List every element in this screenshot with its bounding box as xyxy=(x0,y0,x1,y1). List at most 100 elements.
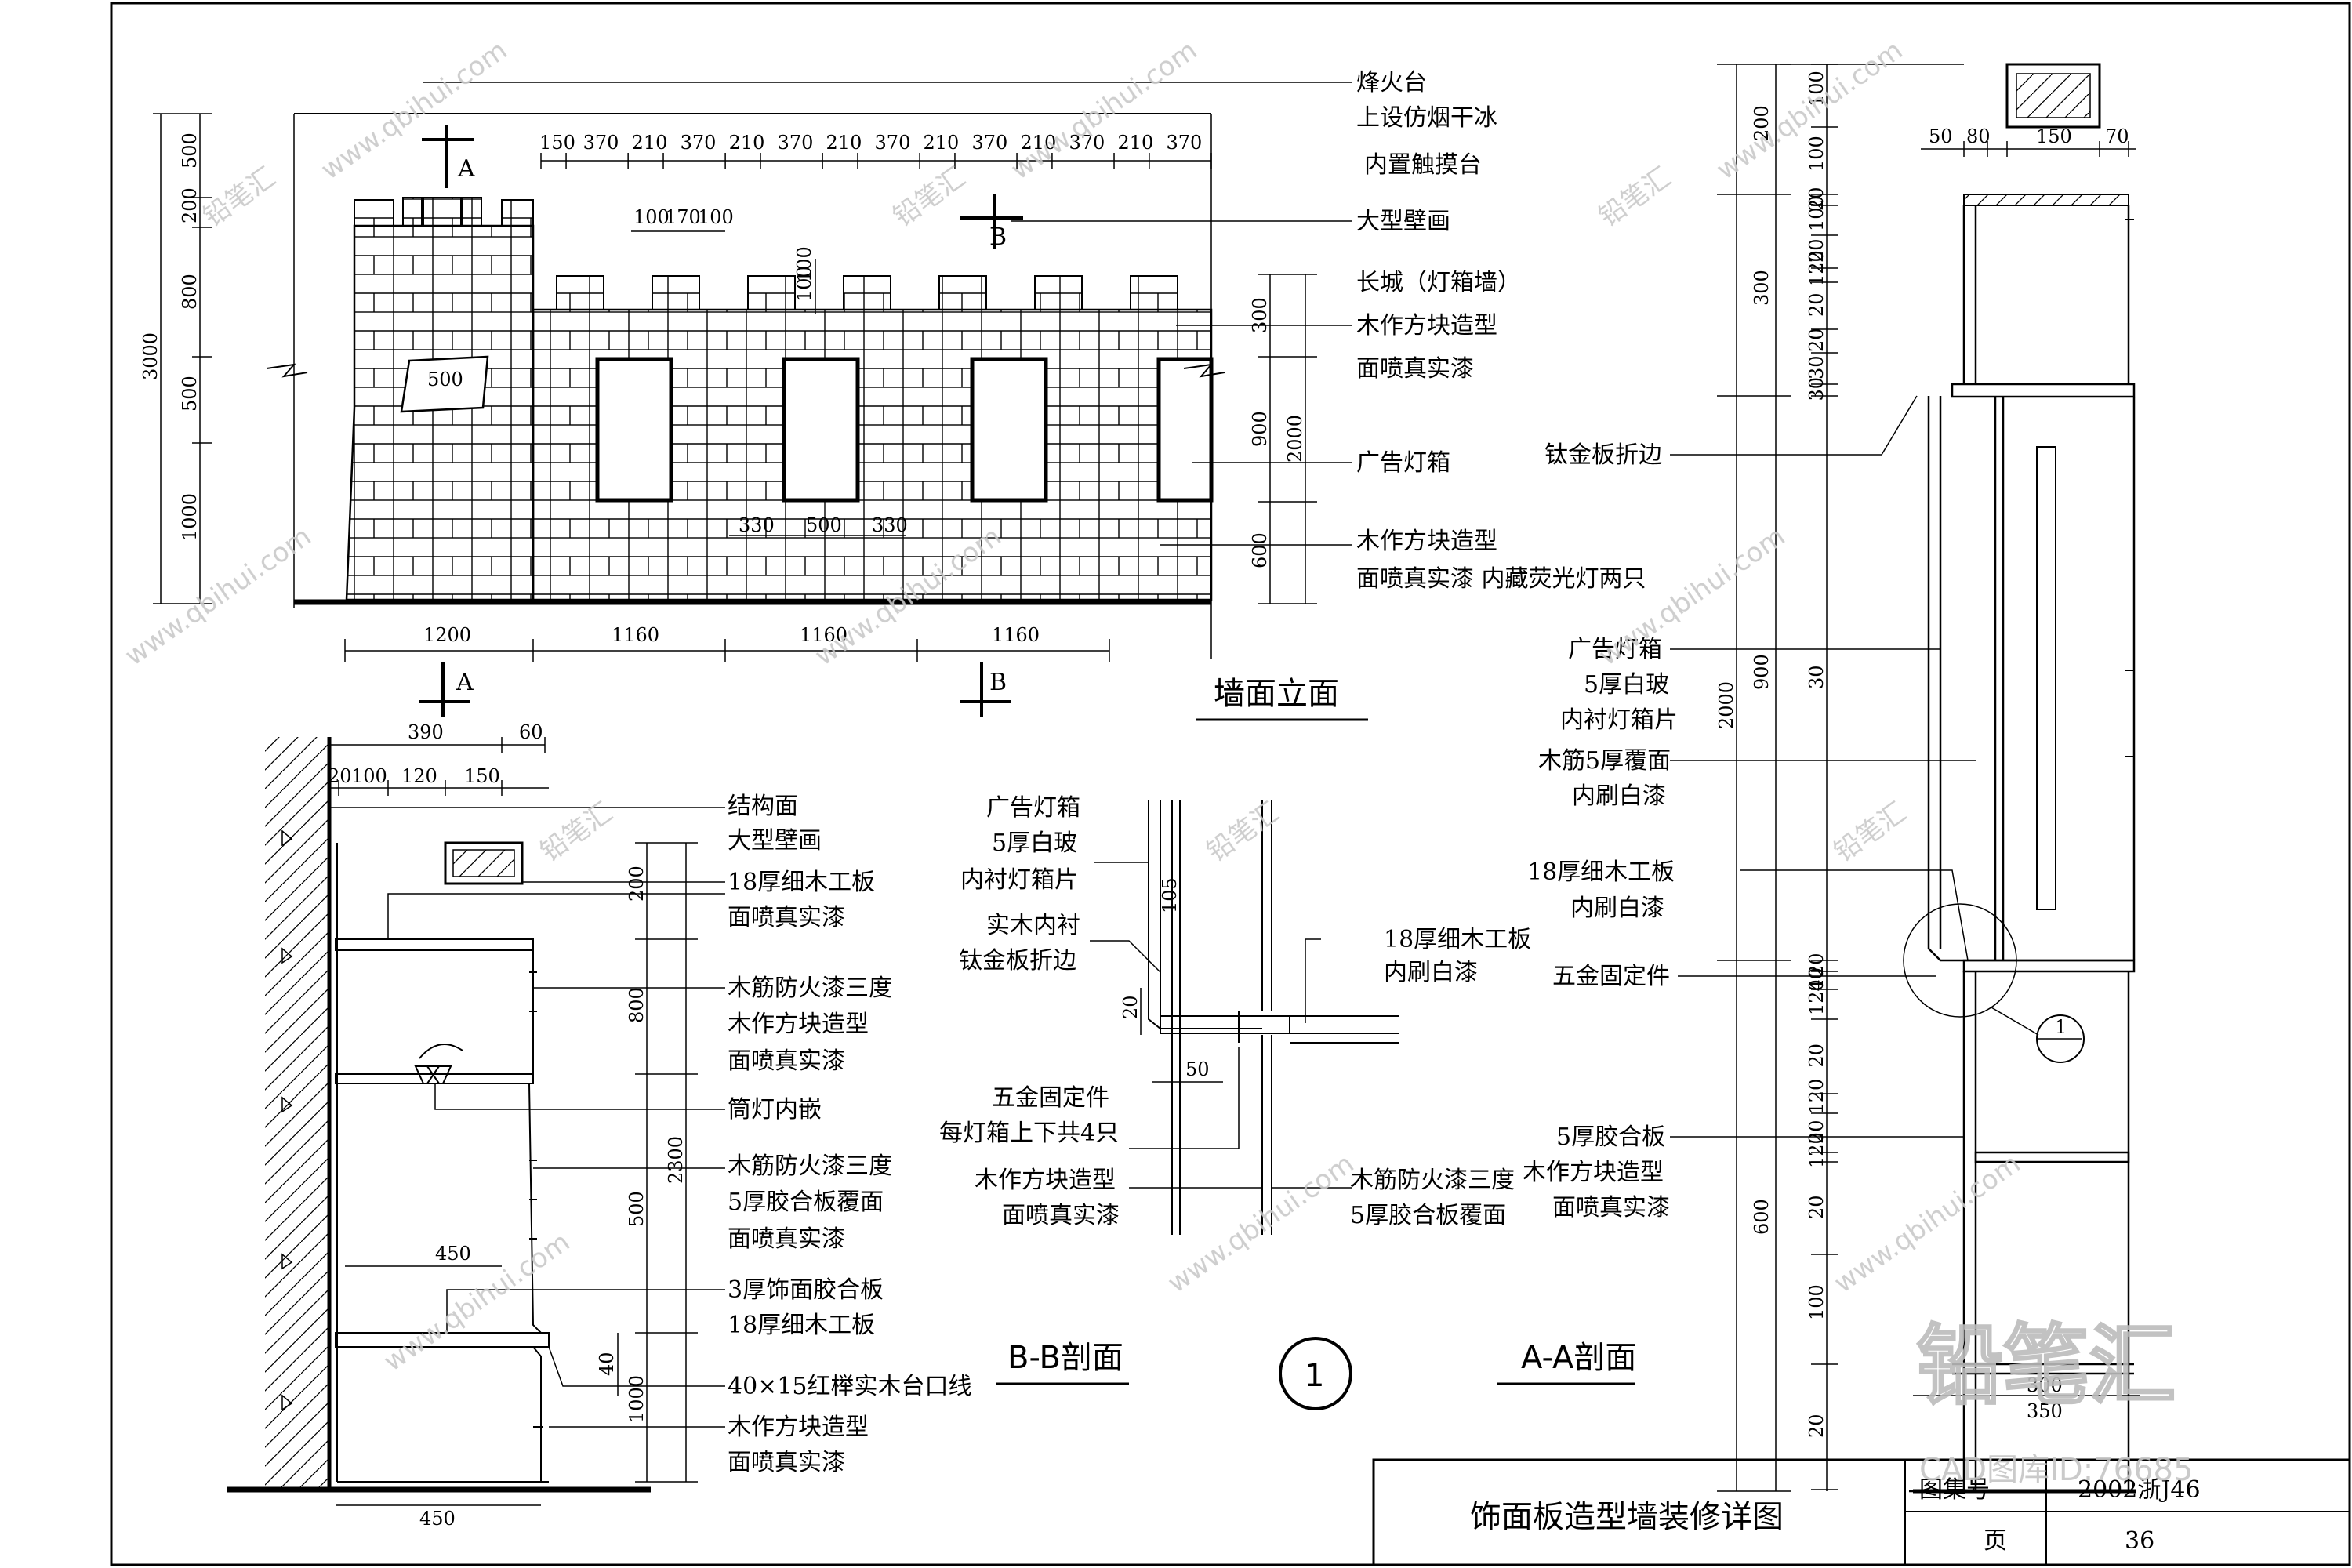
svg-text:内衬灯箱片: 内衬灯箱片 xyxy=(960,866,1078,894)
aa-section-title: A-A剖面 xyxy=(1521,1340,1636,1376)
svg-text:木作方块造型: 木作方块造型 xyxy=(728,1414,869,1441)
svg-text:大型壁画: 大型壁画 xyxy=(728,827,822,855)
svg-text:150: 150 xyxy=(2036,125,2072,147)
top-dim-label: 370 xyxy=(875,132,911,154)
svg-text:150: 150 xyxy=(464,765,500,787)
svg-text:内置触摸台: 内置触摸台 xyxy=(1364,151,1482,179)
aa-inner-dim-label: 120 xyxy=(1806,979,1828,1015)
svg-text:广告灯箱: 广告灯箱 xyxy=(1356,449,1450,477)
svg-text:2000: 2000 xyxy=(1284,415,1306,463)
drawing-title: 饰面板造型墙装修详图 xyxy=(1470,1499,1784,1535)
svg-text:面喷真实漆: 面喷真实漆 xyxy=(728,1047,845,1075)
svg-text:木作方块造型: 木作方块造型 xyxy=(1356,528,1497,555)
svg-text:60: 60 xyxy=(519,721,543,743)
aa-inner-dim-label: 20 xyxy=(1806,1044,1828,1068)
svg-text:300: 300 xyxy=(2027,1374,2063,1396)
aa-inner-dim-label: 20 xyxy=(1806,1414,1828,1438)
svg-text:五金固定件: 五金固定件 xyxy=(1552,963,1670,990)
aa-inner-dim-label: 20 xyxy=(1806,1195,1828,1219)
svg-text:3厚饰面胶合板: 3厚饰面胶合板 xyxy=(728,1276,884,1304)
svg-text:18厚细木工板: 18厚细木工板 xyxy=(1527,858,1675,886)
detail-1: 105 20 50 广告灯箱 5厚白玻 内衬灯箱片 实木内衬 钛金板折边 五金固… xyxy=(939,794,1531,1410)
top-dim-label: 210 xyxy=(632,132,668,154)
svg-text:1000: 1000 xyxy=(179,493,201,541)
svg-text:350: 350 xyxy=(2027,1400,2063,1422)
svg-text:木筋防火漆三度: 木筋防火漆三度 xyxy=(728,1152,892,1180)
svg-text:450: 450 xyxy=(435,1243,471,1265)
svg-text:面喷真实漆: 面喷真实漆 xyxy=(1002,1202,1120,1229)
elevation-left-dimensions xyxy=(153,113,212,604)
structural-wall-hatch xyxy=(265,737,329,1490)
tower-window xyxy=(400,355,489,413)
svg-text:100: 100 xyxy=(351,765,387,787)
svg-text:内刷白漆: 内刷白漆 xyxy=(1384,959,1478,986)
svg-text:40×15红榉实木台口线: 40×15红榉实木台口线 xyxy=(728,1373,971,1400)
svg-text:www.qbihui.com: www.qbihui.com xyxy=(1162,1148,1359,1299)
aa-inner-dim-label: 20 xyxy=(1806,1120,1828,1144)
sheet-border xyxy=(110,2,2351,1566)
svg-text:木筋5厚覆面: 木筋5厚覆面 xyxy=(1538,747,1671,775)
svg-text:每灯箱上下共4只: 每灯箱上下共4只 xyxy=(939,1120,1119,1147)
svg-text:5厚胶合板: 5厚胶合板 xyxy=(1556,1123,1665,1151)
svg-text:面喷真实漆: 面喷真实漆 xyxy=(728,1449,845,1476)
svg-text:面喷真实漆: 面喷真实漆 xyxy=(728,904,845,931)
top-dim-label: 370 xyxy=(778,132,814,154)
title-block: 饰面板造型墙装修详图 图集号 2002浙J46 页 36 xyxy=(1372,1458,2351,1566)
aa-inner-dim-label: 40 xyxy=(1806,967,1828,992)
svg-text:A: A xyxy=(456,669,474,696)
svg-text:300: 300 xyxy=(1751,270,1773,306)
top-dim-label: 210 xyxy=(729,132,765,154)
svg-text:www.qbihui.com: www.qbihui.com xyxy=(1005,34,1203,186)
mural-box xyxy=(444,841,524,885)
svg-text:铅笔汇: 铅笔汇 xyxy=(1828,797,1911,868)
svg-text:面喷真实漆: 面喷真实漆 xyxy=(728,1225,845,1253)
svg-text:钛金板折边: 钛金板折边 xyxy=(1544,441,1662,469)
aa-callout-circle xyxy=(2036,1014,2085,1063)
bb-section-title: B-B剖面 xyxy=(1007,1340,1123,1376)
svg-text:结构面: 结构面 xyxy=(728,793,798,820)
svg-text:1000: 1000 xyxy=(626,1375,648,1423)
svg-text:18厚细木工板: 18厚细木工板 xyxy=(728,869,875,896)
svg-text:2002浙J46: 2002浙J46 xyxy=(2078,1476,2201,1504)
section-bb: 390 60 20 100 120 150 200 800 500 1000 2… xyxy=(227,721,1129,1530)
svg-text:500: 500 xyxy=(626,1191,648,1227)
svg-text:1160: 1160 xyxy=(612,624,659,646)
svg-text:木作方块造型: 木作方块造型 xyxy=(975,1167,1116,1194)
section-mark-b-top: B xyxy=(960,194,1023,251)
svg-text:120: 120 xyxy=(401,765,437,787)
advertising-lightboxes xyxy=(595,357,1214,503)
svg-text:内衬灯箱片: 内衬灯箱片 xyxy=(1560,706,1678,734)
elevation-title: 墙面立面 xyxy=(1214,676,1339,712)
section-mark-a-top: A xyxy=(422,125,475,188)
svg-text:170: 170 xyxy=(665,206,701,228)
svg-text:五金固定件: 五金固定件 xyxy=(992,1084,1109,1112)
aa-inner-dim-label: 30 xyxy=(1806,377,1828,401)
detail-number-circle xyxy=(1279,1337,1352,1410)
svg-text:900: 900 xyxy=(1249,411,1271,447)
svg-text:大型壁画: 大型壁画 xyxy=(1356,208,1450,235)
svg-text:5厚白玻: 5厚白玻 xyxy=(992,829,1077,857)
svg-text:50: 50 xyxy=(1185,1058,1210,1080)
aa-inner-dim-label: 20 xyxy=(1806,238,1828,263)
svg-text:500: 500 xyxy=(427,368,463,390)
svg-text:1: 1 xyxy=(2055,1016,2067,1038)
svg-text:200: 200 xyxy=(179,187,201,223)
svg-text:B: B xyxy=(989,669,1007,696)
svg-text:300: 300 xyxy=(1249,297,1271,333)
svg-text:20: 20 xyxy=(328,765,352,787)
aa-inner-dim-label: 100 xyxy=(1806,1284,1828,1320)
svg-text:80: 80 xyxy=(1966,125,1991,147)
top-dim-label: 370 xyxy=(972,132,1008,154)
aa-inner-dim-label: 120 xyxy=(1806,1132,1828,1168)
aa-inner-dim-label: 100 xyxy=(1806,136,1828,172)
svg-text:www.qbihui.com: www.qbihui.com xyxy=(378,1226,575,1377)
aa-inner-dim-label: 20 xyxy=(1806,953,1828,977)
svg-text:1160: 1160 xyxy=(800,624,848,646)
svg-text:钛金板折边: 钛金板折边 xyxy=(959,947,1076,975)
svg-text:实木内衬: 实木内衬 xyxy=(986,912,1080,939)
svg-text:200: 200 xyxy=(626,866,648,902)
svg-text:内刷白漆: 内刷白漆 xyxy=(1570,895,1664,922)
